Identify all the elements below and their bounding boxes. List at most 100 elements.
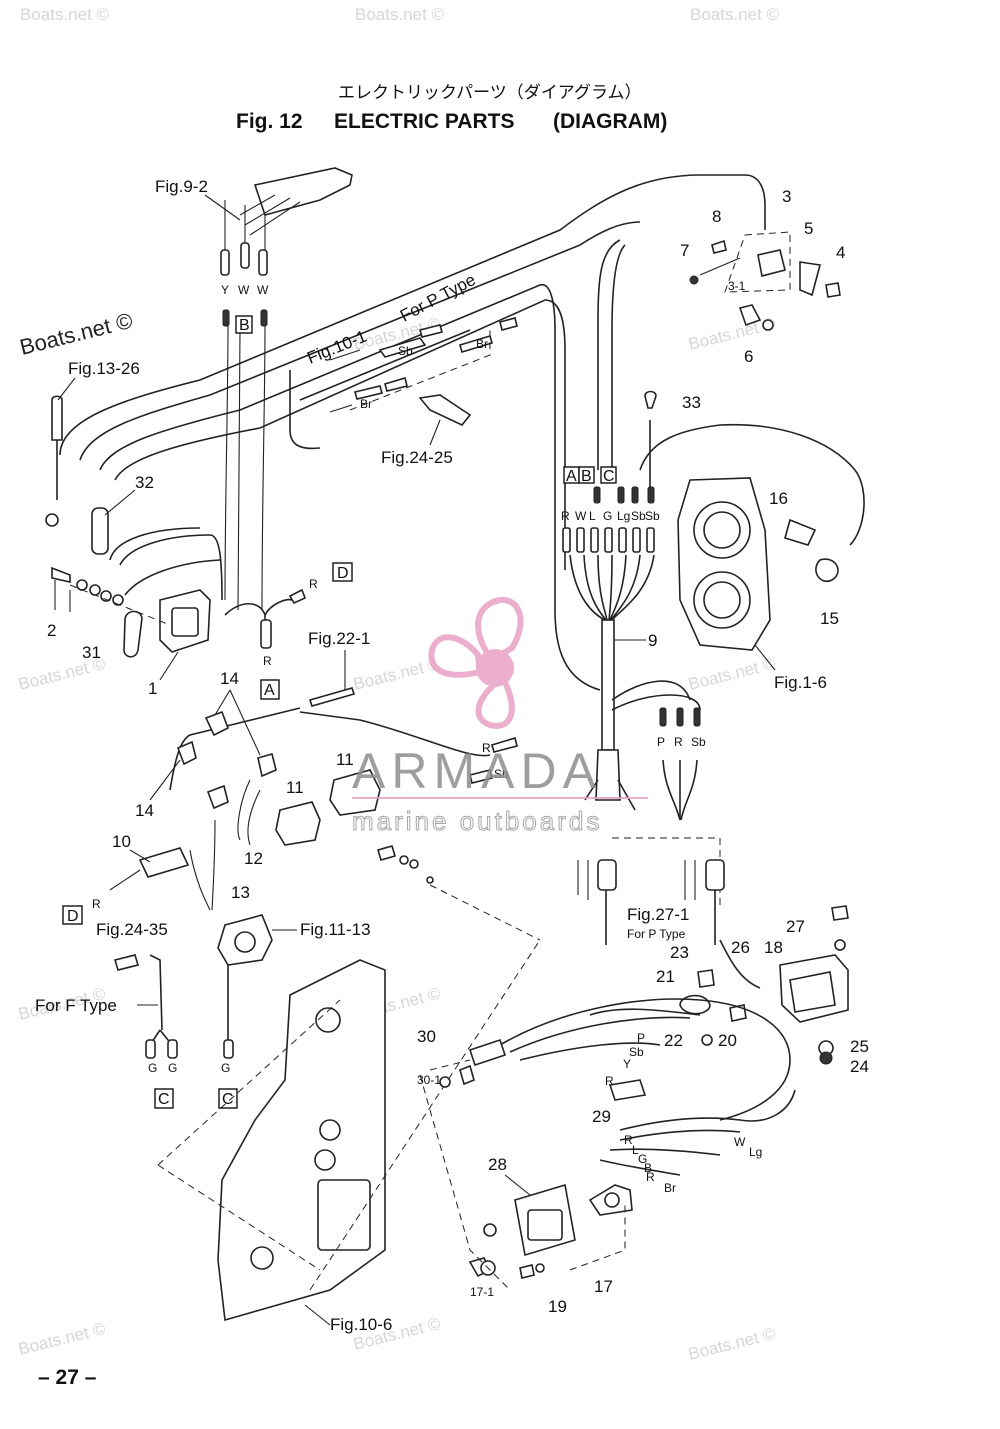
callout-3: 3: [782, 187, 791, 206]
connector-box-d-1: D: [337, 565, 349, 582]
watermark-top-left: Boats.net ©: [20, 5, 110, 24]
callout-23: 23: [670, 943, 689, 962]
main-harness-wires: [59, 174, 865, 691]
callout-25: 25: [850, 1037, 869, 1056]
rectifier-group: [679, 905, 849, 1065]
harness-wire-code: L: [589, 509, 596, 523]
callout-7: 7: [680, 241, 689, 260]
wire-sb-2: Sb: [494, 767, 509, 781]
callout-31: 31: [82, 643, 101, 662]
lower-harness: [419, 998, 796, 1291]
ref-fig9-2: Fig.9-2: [155, 177, 208, 196]
wire-r-1: R: [309, 577, 318, 591]
callout-21: 21: [656, 967, 675, 986]
connector-box-a-2: A: [264, 682, 275, 699]
callout-32: 32: [135, 473, 154, 492]
propeller-logo-icon: [428, 596, 524, 729]
ref-fig13-26: Fig.13-26: [68, 359, 140, 378]
wire-r-5: R: [605, 1074, 614, 1088]
relay-bracket-group: [689, 231, 841, 331]
wire-p-1: P: [637, 1031, 645, 1045]
callout-19: 19: [548, 1297, 567, 1316]
callout-5: 5: [804, 219, 813, 238]
wire-r-4: R: [92, 897, 101, 911]
figure-number: Fig. 12: [236, 110, 303, 133]
callout-30-1: 30-1: [417, 1073, 441, 1087]
callout-15: 15: [820, 609, 839, 628]
callout-29: 29: [592, 1107, 611, 1126]
callout-1: 1: [148, 679, 157, 698]
callout-2: 2: [47, 621, 56, 640]
wire-r-2: R: [263, 654, 272, 668]
harness-plug: [590, 527, 599, 553]
watermark-main: Boats.net ©: [17, 308, 135, 360]
page-title: ELECTRIC PARTS: [334, 110, 514, 133]
harness-bundle-9: [562, 486, 701, 811]
callout-16: 16: [769, 489, 788, 508]
ref-fig24-25: Fig.24-25: [381, 448, 453, 467]
harness-plug: [646, 527, 655, 553]
site-watermarks: Boats.net © Boats.net © Boats.net © Boat…: [16, 5, 779, 1364]
harness-plug: [618, 527, 627, 553]
callout-18: 18: [764, 938, 783, 957]
p-type-connectors: [329, 317, 518, 426]
connector-box-b-2: B: [581, 468, 592, 485]
callout-14-a: 14: [220, 669, 239, 688]
wire-w-1: W: [238, 283, 250, 297]
wire-br-2: Br: [360, 397, 372, 411]
left-ground-parts: [45, 395, 211, 658]
callout-27: 27: [786, 917, 805, 936]
watermark-upper-right: Boats.net ©: [686, 314, 777, 354]
watermark-top-right: Boats.net ©: [690, 5, 780, 24]
ref-fig11-13: Fig.11-13: [300, 920, 371, 939]
wire-r-7: R: [646, 1170, 655, 1184]
callout-11-a: 11: [336, 750, 354, 769]
callout-20: 20: [718, 1031, 737, 1050]
brand-name: ARMADA: [352, 743, 602, 799]
harness-plug: [604, 527, 613, 553]
callout-24: 24: [850, 1057, 869, 1076]
ignition-coils-11: [275, 769, 381, 846]
ref-fig1-6: Fig.1-6: [774, 673, 827, 692]
prsb-wire-code: R: [674, 735, 683, 749]
connector-box-c-2: C: [158, 1091, 170, 1108]
harness-wire-code: Sb: [645, 509, 660, 523]
wire-y: Y: [221, 283, 229, 297]
harness-wire-code: G: [603, 509, 612, 523]
connector-box-c-3: C: [222, 1091, 234, 1108]
ref-fig22-1: Fig.22-1: [308, 629, 370, 648]
connector-box-d-2: D: [67, 908, 79, 925]
fig27-1-connectors: [577, 837, 725, 945]
fig9-2-connector: [220, 167, 353, 327]
wire-sb-3: Sb: [629, 1045, 644, 1059]
wire-g-2: G: [168, 1061, 177, 1075]
ref-for-p-type-2: For P Type: [627, 927, 686, 941]
wire-g-4: G: [638, 1152, 647, 1166]
page-number: – 27 –: [38, 1366, 97, 1389]
ref-for-f-type: For F Type: [35, 996, 117, 1015]
armada-logo: ARMADA marine outboards: [352, 596, 648, 837]
callout-17-1: 17-1: [470, 1285, 494, 1299]
page-subtitle: (DIAGRAM): [553, 110, 667, 133]
brand-subtitle: marine outboards: [352, 806, 602, 836]
wire-w-2: W: [257, 283, 269, 297]
wire-y-2: Y: [623, 1057, 631, 1071]
connector-box-c-1: C: [603, 468, 615, 485]
harness-plug: [632, 527, 641, 553]
callout-3-1: 3-1: [728, 279, 746, 293]
plug-caps-14: [176, 710, 277, 810]
callout-26: 26: [731, 938, 750, 957]
callout-14-b: 14: [135, 801, 154, 820]
harness-wire-code: W: [575, 509, 587, 523]
prsb-connectors: [659, 707, 701, 821]
callout-17: 17: [594, 1277, 613, 1296]
electric-plate-fig10-6: [157, 884, 541, 1322]
callout-9: 9: [648, 631, 657, 650]
callout-11-b: 11: [286, 778, 304, 797]
watermark-bottom-right: Boats.net ©: [686, 1324, 777, 1364]
ref-fig24-35: Fig.24-35: [96, 920, 168, 939]
callout-8: 8: [712, 207, 721, 226]
wire-r-3: R: [482, 741, 491, 755]
harness-wire-code: Lg: [617, 509, 630, 523]
harness-wire-code: R: [561, 509, 570, 523]
